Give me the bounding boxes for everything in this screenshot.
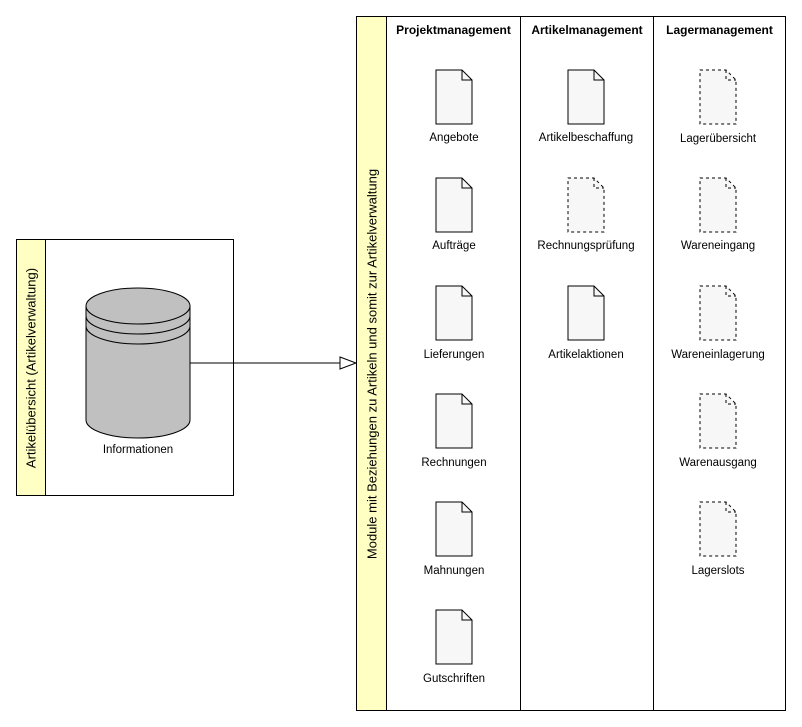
- modules-header: Module mit Beziehungen zu Artikeln und s…: [356, 16, 387, 711]
- modules-title: Module mit Beziehungen zu Artikeln und s…: [364, 168, 379, 559]
- document-label: Wareneingang: [680, 240, 756, 252]
- connector-arrow: [190, 356, 358, 370]
- lane-projektmanagement: Projektmanagement: [386, 16, 521, 711]
- document-label: Aufträge: [432, 240, 476, 252]
- articles-overview-header: Artikelübersicht (Artikelverwaltung): [16, 239, 46, 496]
- database-icon: [85, 287, 191, 439]
- document-label: Wareneinlagerung: [671, 349, 765, 361]
- document-label: Rechnungsprüfung: [537, 240, 635, 252]
- lane-title: Lagermanagement: [666, 23, 773, 37]
- database-label: Informationen: [102, 444, 174, 456]
- document-label: Artikelaktionen: [548, 349, 624, 361]
- document-label: Lagerübersicht: [679, 133, 757, 145]
- document-label: Artikelbeschaffung: [538, 132, 634, 144]
- lane-title: Projektmanagement: [396, 23, 511, 37]
- document-label: Rechnungen: [421, 457, 487, 469]
- document-label: Gutschriften: [423, 673, 485, 685]
- document-label: Lieferungen: [423, 349, 485, 361]
- lane-title: Artikelmanagement: [531, 23, 643, 37]
- lane-artikelmanagement: Artikelmanagement: [520, 16, 654, 711]
- document-label: Angebote: [429, 132, 479, 144]
- document-label: Mahnungen: [423, 565, 485, 577]
- document-label: Warenausgang: [679, 457, 757, 469]
- lane-lagermanagement: Lagermanagement: [653, 16, 786, 711]
- document-label: Lagerslots: [691, 565, 745, 577]
